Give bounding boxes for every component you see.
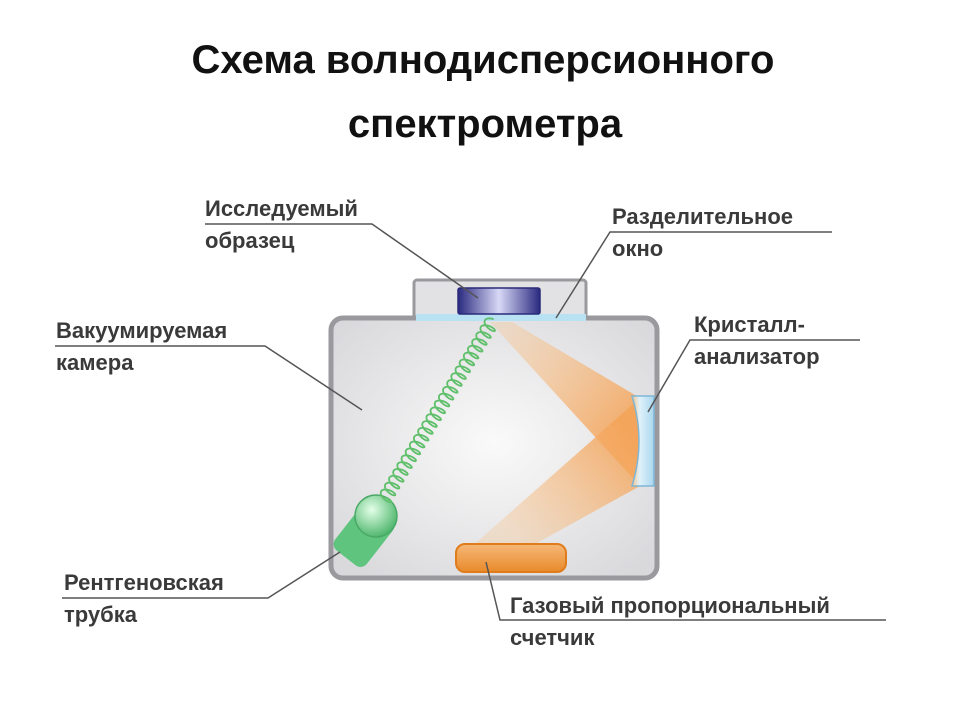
label-chamber-line-1: Вакуумируемая — [56, 318, 228, 343]
label-chamber: Вакуумируемая камера — [56, 315, 227, 379]
leader-detector — [485, 561, 886, 621]
crystal-analyzer — [630, 395, 655, 487]
label-sample-line-1: Исследуемый — [205, 196, 358, 221]
label-chamber-line-2: камера — [56, 350, 134, 375]
leader-window — [555, 231, 832, 319]
leader-chamber — [55, 345, 363, 411]
sample — [457, 287, 541, 315]
leader-tube — [62, 551, 341, 599]
label-crystal-line-2: анализатор — [694, 344, 820, 369]
page-title: Схема волнодисперсионного спектрометра — [0, 28, 960, 156]
leader-lines — [55, 223, 886, 621]
label-crystal-line-1: Кристалл- — [694, 312, 805, 337]
leader-crystal — [647, 339, 860, 413]
separating-window — [416, 314, 586, 321]
leader-sample — [205, 223, 479, 299]
xray-tube — [333, 494, 398, 567]
label-crystal: Кристалл- анализатор — [694, 309, 820, 373]
label-tube-line-2: трубка — [64, 602, 137, 627]
label-tube-line-1: Рентгеновская — [64, 570, 224, 595]
label-detector-line-1: Газовый пропорциональный — [510, 593, 830, 618]
label-sample: Исследуемый образец — [205, 193, 358, 257]
gas-counter — [455, 543, 567, 573]
label-window-line-2: окно — [612, 236, 664, 261]
title-line-2: спектрометра — [347, 102, 623, 146]
label-tube: Рентгеновская трубка — [64, 567, 224, 631]
label-sample-line-2: образец — [205, 228, 295, 253]
label-detector: Газовый пропорциональный счетчик — [510, 590, 830, 654]
label-window: Разделительное окно — [612, 201, 793, 265]
label-detector-line-2: счетчик — [510, 625, 595, 650]
title-line-1: Схема волнодисперсионного — [191, 38, 775, 82]
xray-spring — [379, 317, 496, 504]
label-window-line-1: Разделительное — [612, 204, 793, 229]
beam-to-detector — [470, 398, 640, 548]
